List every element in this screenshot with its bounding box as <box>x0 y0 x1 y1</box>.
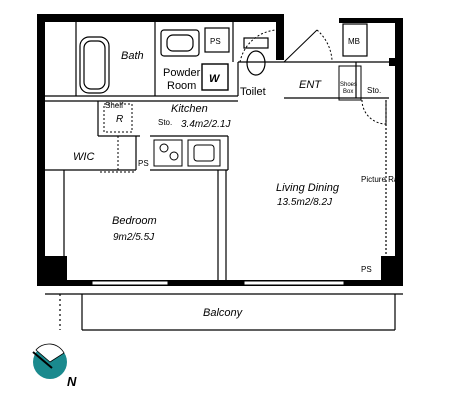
ps-living-label: PS <box>361 265 372 274</box>
refrigerator-icon <box>103 103 133 133</box>
powder-room-label-1: Powder <box>163 67 201 79</box>
storage-kitchen-label: Sto. <box>158 118 172 127</box>
shelf-label: Shelf <box>105 101 124 110</box>
north-compass-icon <box>32 343 67 379</box>
shoes-box-label-2: Box <box>343 89 353 95</box>
balcony-label: Balcony <box>203 307 244 319</box>
bedroom-area-label: 9m2/5.5J <box>113 232 155 243</box>
storage-entry-label: Sto. <box>367 86 381 95</box>
picture-rail-label: Picture Rail <box>361 175 402 184</box>
entry-door-swing-icon <box>361 99 387 125</box>
room-labels: Bath Powder Room W PS Toilet MB ENT Shoe… <box>67 37 402 389</box>
living-dining-area-label: 13.5m2/8.2J <box>277 197 333 208</box>
powder-room-label-2: Room <box>167 80 196 92</box>
mb-box <box>342 23 368 57</box>
entrance-door-icon <box>283 29 333 63</box>
kitchen-area-label: 3.4m2/2.1J <box>181 119 231 130</box>
wic-door-icon <box>100 136 135 173</box>
bathtub-icon <box>79 36 110 94</box>
toilet-icon <box>243 37 269 76</box>
mb-label: MB <box>348 37 360 46</box>
interior-walls <box>45 22 403 331</box>
shoes-box-label-1: Shoes <box>340 82 357 88</box>
shoes-box <box>338 65 362 101</box>
washer-label: W <box>209 73 221 85</box>
stove-icon <box>153 139 183 167</box>
living-dining-label: Living Dining <box>276 182 340 194</box>
ps-top-label: PS <box>210 37 221 46</box>
entrance-label: ENT <box>299 79 322 91</box>
north-label: N <box>67 374 77 389</box>
ps-kitchen-label: PS <box>138 159 149 168</box>
windows <box>91 280 345 286</box>
toilet-door-icon <box>239 29 277 63</box>
kitchen-label: Kitchen <box>171 103 208 115</box>
washer-icon <box>201 63 229 91</box>
toilet-label: Toilet <box>240 86 266 98</box>
wic-label: WIC <box>73 151 94 163</box>
refrigerator-label: R <box>116 114 123 125</box>
exterior-walls <box>37 14 403 286</box>
bath-label: Bath <box>121 50 144 62</box>
sink-icon <box>187 139 221 167</box>
bedroom-label: Bedroom <box>112 215 157 227</box>
washbasin-icon <box>160 29 200 57</box>
